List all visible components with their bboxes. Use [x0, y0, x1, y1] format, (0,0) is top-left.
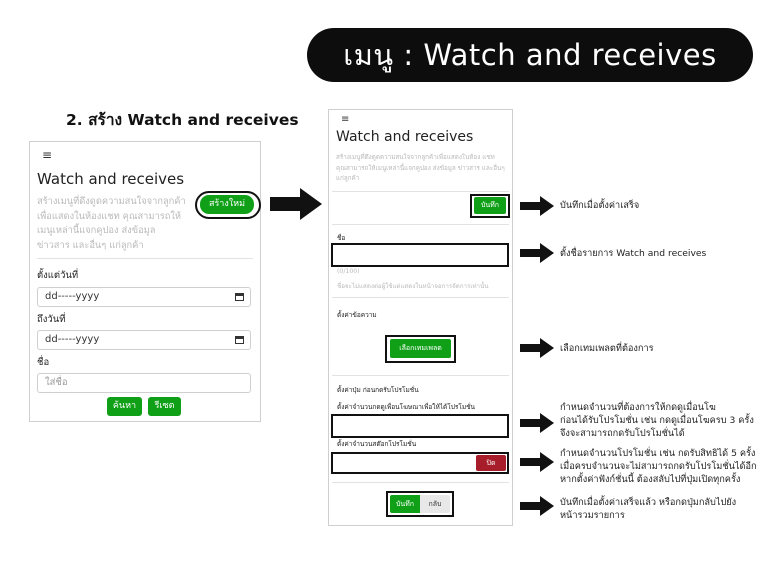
- from-date-input[interactable]: dd-----yyyy: [37, 287, 251, 307]
- highlight-box: [385, 335, 456, 363]
- form-page-description: สร้างเมนูที่ดึงดูดความสนใจจากลูกค้าเพื่อ…: [336, 154, 505, 182]
- from-date-value: dd-----yyyy: [45, 291, 100, 302]
- highlight-box: [386, 491, 454, 517]
- hamburger-menu-icon[interactable]: ≡: [341, 114, 350, 125]
- highlight-box: [470, 194, 510, 218]
- from-date-label: ตั้งแต่วันที่: [37, 270, 79, 281]
- name-input[interactable]: [331, 243, 509, 267]
- clicks-count-input[interactable]: [331, 414, 509, 438]
- save-button[interactable]: บันทึก: [474, 197, 506, 214]
- to-date-input[interactable]: dd-----yyyy: [37, 330, 251, 350]
- button-settings-label: ตั้งค่าปุ่ม ก่อนกดรับโปรโมชั่น: [337, 386, 419, 394]
- name-search-input[interactable]: ใส่ชื่อ: [37, 373, 251, 393]
- save-bottom-button[interactable]: บันทึก: [390, 495, 420, 513]
- divider: [332, 375, 509, 376]
- arrow-right-icon: [270, 188, 322, 220]
- note-stock-line: กำหนดจำนวนโปรโมชั่น เช่น กดรับสิทธิได้ 5…: [560, 448, 756, 459]
- divider: [332, 224, 509, 225]
- create-new-button[interactable]: สร้างใหม่: [200, 195, 254, 214]
- arrow-right-icon: [520, 413, 554, 433]
- search-button[interactable]: ค้นหา: [107, 397, 142, 416]
- arrow-right-icon: [520, 496, 554, 516]
- divider: [332, 191, 509, 192]
- stock-input[interactable]: [331, 452, 509, 474]
- form-page-title: Watch and receives: [336, 129, 474, 145]
- divider: [37, 258, 253, 259]
- note-clicks-line: ก่อนได้รับโปรโมชั่น เช่น กดดูเมื่อนโฆครบ…: [560, 415, 754, 426]
- list-page-title: Watch and receives: [37, 170, 185, 188]
- hamburger-menu-icon[interactable]: ≡: [42, 148, 53, 162]
- arrow-right-icon: [520, 196, 554, 216]
- note-name: ตั้งชื่อรายการ Watch and receives: [560, 248, 707, 259]
- reset-button[interactable]: รีเซต: [148, 397, 181, 416]
- name-placeholder: ใส่ชื่อ: [45, 377, 68, 388]
- arrow-right-icon: [520, 243, 554, 263]
- note-stock: กำหนดจำนวนโปรโมชั่น เช่น กดรับสิทธิได้ 5…: [560, 447, 757, 486]
- select-template-button[interactable]: เลือกเทมเพลต: [390, 339, 451, 358]
- clicks-setting-label: ตั้งค่าจำนวนกดดูเพื่อนโฆษณาเพื่อให้ได้โป…: [337, 403, 475, 411]
- arrow-right-icon: [520, 338, 554, 358]
- name-field-label: ชื่อ: [337, 234, 346, 242]
- calendar-icon[interactable]: [235, 293, 244, 301]
- divider: [332, 482, 509, 483]
- message-settings-label: ตั้งค่าข้อความ: [337, 311, 377, 319]
- close-toggle-button[interactable]: ปิด: [476, 455, 506, 471]
- calendar-icon[interactable]: [235, 336, 244, 344]
- page-heading: เมนู : Watch and receives: [307, 28, 753, 82]
- divider: [332, 297, 509, 298]
- note-save: บันทึกเมื่อตั้งค่าเสร็จ: [560, 200, 640, 211]
- name-help-text: ชื่อจะไม่แสดงต่อผู้ใช้แต่แสดงในหน้าจอการ…: [337, 283, 489, 290]
- to-date-value: dd-----yyyy: [45, 334, 100, 345]
- note-template: เลือกเทมเพลตที่ต้องการ: [560, 343, 654, 354]
- note-finish: บันทึกเมื่อตั้งค่าเสร็จแล้ว หรือกดปุ่มกล…: [560, 496, 736, 522]
- highlight-oval: [195, 191, 261, 219]
- name-label: ชื่อ: [37, 357, 50, 368]
- stock-setting-label: ตั้งค่าจำนวนสต๊อกโปรโมชั่น: [337, 440, 417, 448]
- note-stock-line: เมื่อครบจำนวนจะไม่สามารถกดรับโปรโมชั่นได…: [560, 461, 757, 472]
- form-page-screenshot: ≡ Watch and receives สร้างเมนูที่ดึงดูดค…: [328, 109, 513, 526]
- list-page-screenshot: ≡ Watch and receives สร้างเมนูที่ดึงดูดค…: [29, 141, 261, 422]
- arrow-right-icon: [520, 452, 554, 472]
- note-clicks-line: กำหนดจำนวนที่ต้องการให้กดดูเมื่อนโฆ: [560, 402, 716, 413]
- back-button[interactable]: กลับ: [420, 495, 450, 513]
- to-date-label: ถึงวันที่: [37, 314, 66, 325]
- note-finish-line: หน้ารวมรายการ: [560, 510, 625, 521]
- note-clicks: กำหนดจำนวนที่ต้องการให้กดดูเมื่อนโฆ ก่อน…: [560, 401, 754, 440]
- name-counter: (0/100): [337, 268, 360, 275]
- note-clicks-line: จึงจะสามารถกดรับโปรโมชั่นได้: [560, 428, 685, 439]
- list-page-description: สร้างเมนูที่ดึงดูดความสนใจจากลูกค้า เพื่…: [37, 196, 186, 251]
- note-stock-line: หากตั้งค่าฟังก์ชั่นนี้ ต้องสลับไปที่ปุ่ม…: [560, 474, 741, 485]
- note-finish-line: บันทึกเมื่อตั้งค่าเสร็จแล้ว หรือกดปุ่มกล…: [560, 497, 737, 508]
- step-title: 2. สร้าง Watch and receives: [66, 111, 299, 129]
